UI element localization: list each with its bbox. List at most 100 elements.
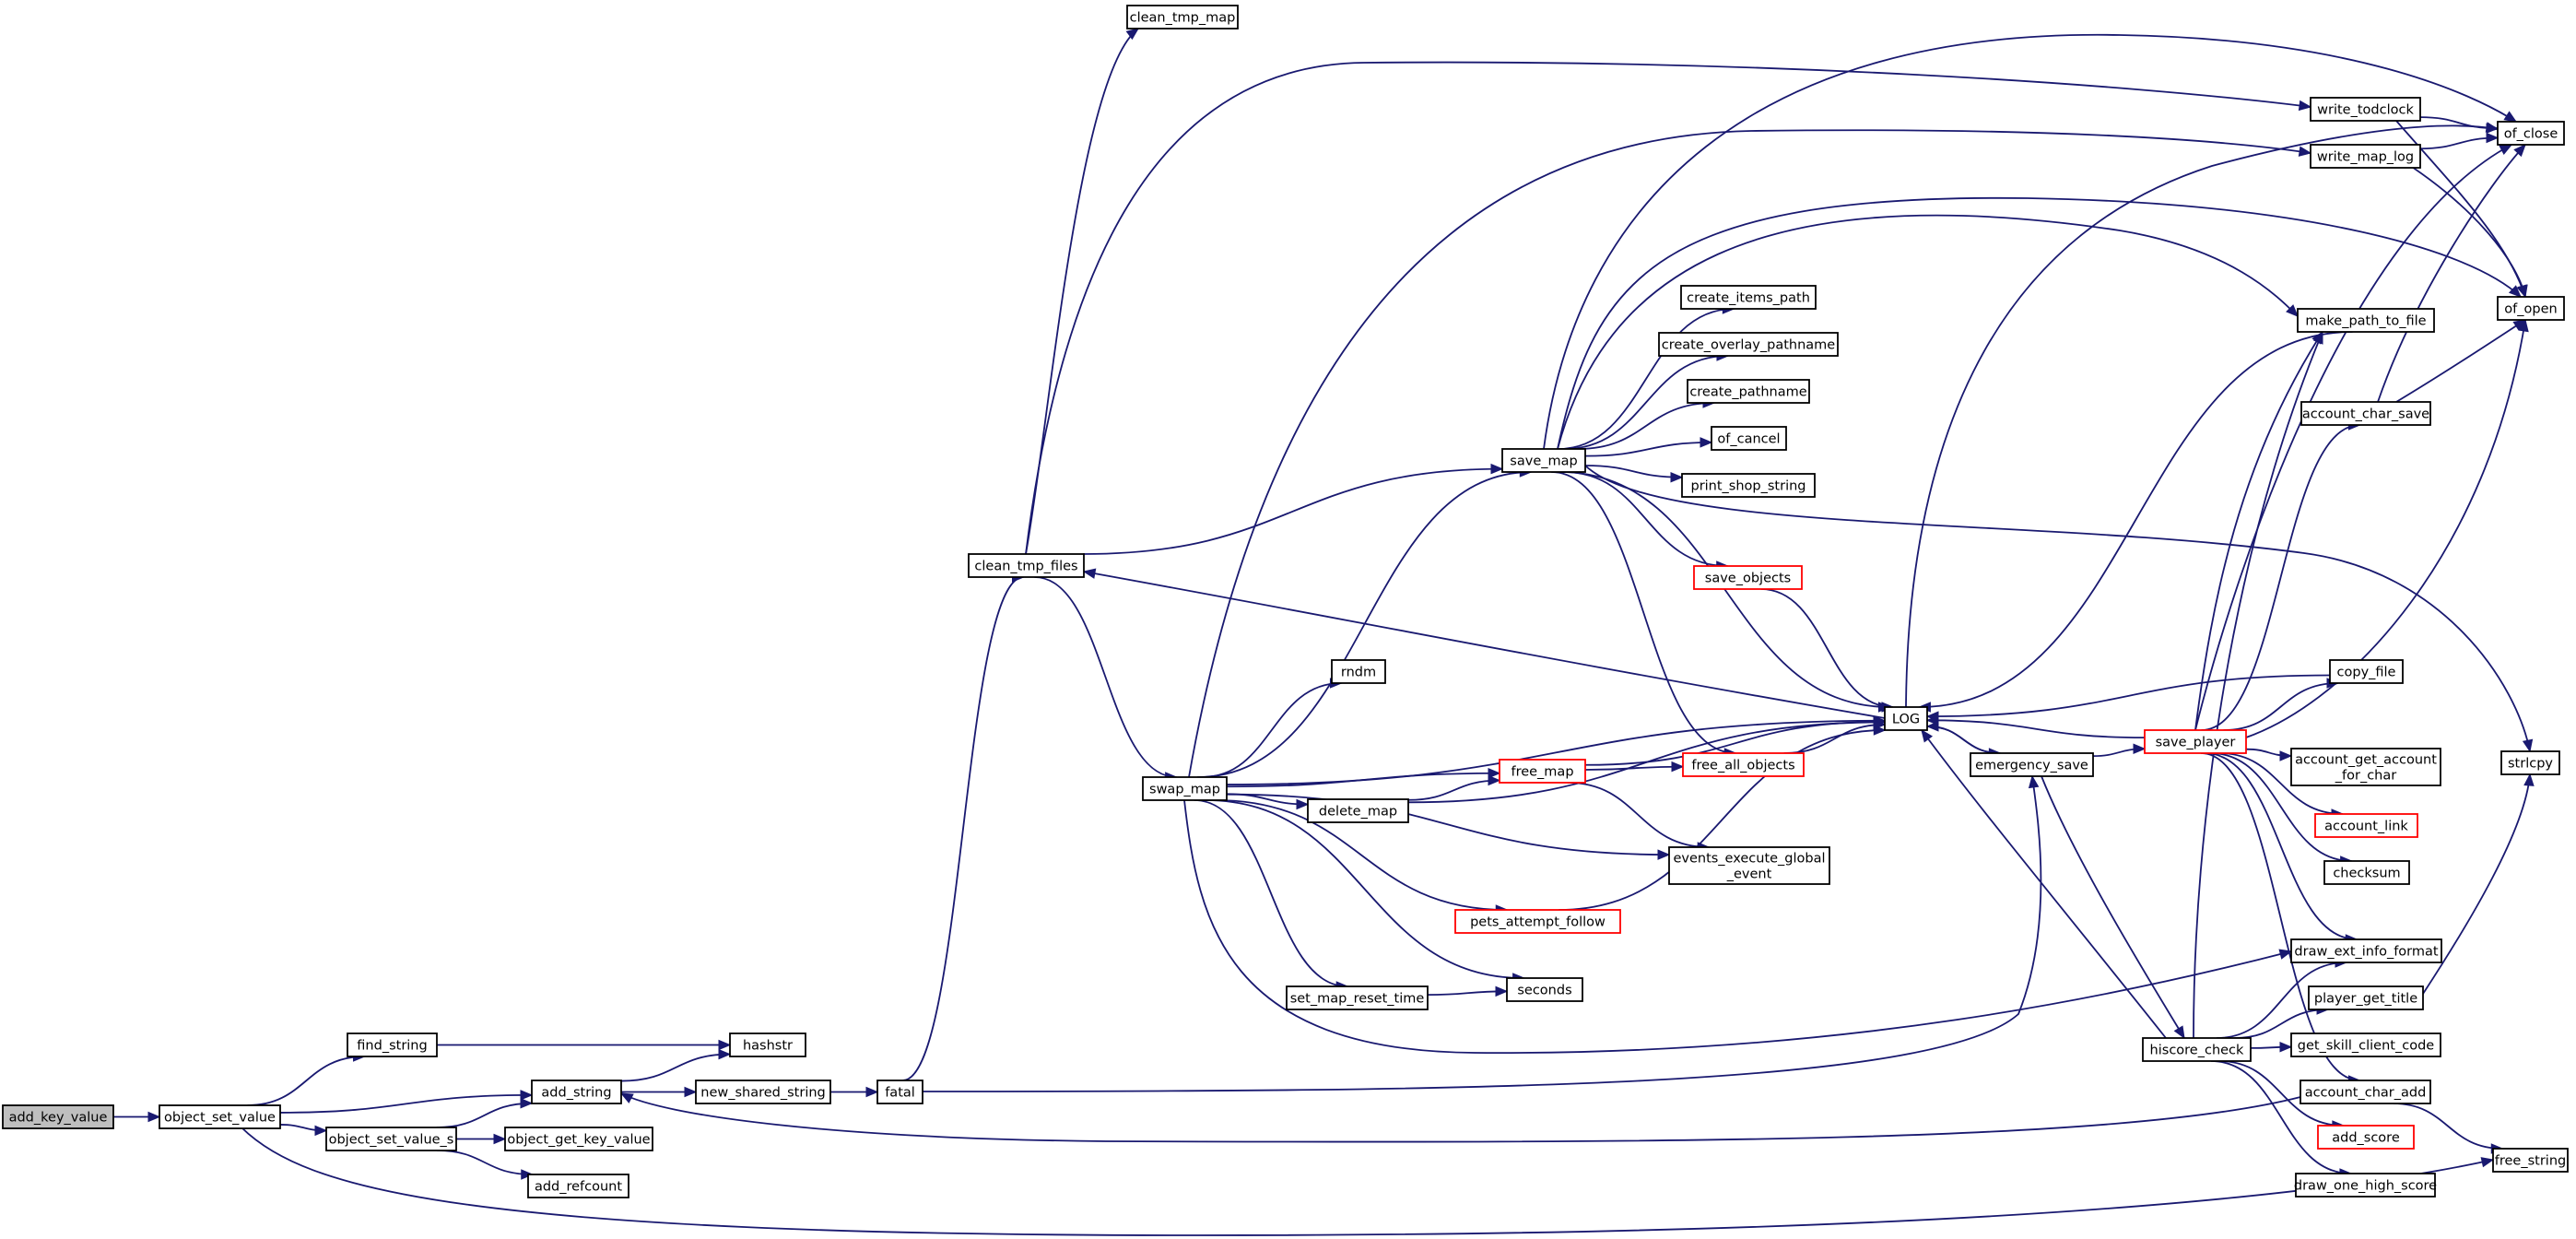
node-save-map[interactable]: save_map [1501,448,1586,473]
node-add-refcount[interactable]: add_refcount [527,1174,629,1198]
node-of-open[interactable]: of_open [2497,296,2565,321]
node-checksum[interactable]: checksum [2323,860,2410,885]
node-free-map[interactable]: free_map [1499,759,1586,784]
node-make-path-to-file[interactable]: make_path_to_file [2297,308,2435,333]
node-create-overlay-pathname[interactable]: create_overlay_pathname [1658,332,1839,357]
node-box-account-char-add[interactable] [2300,1080,2431,1104]
node-fatal[interactable]: fatal [876,1080,923,1104]
node-account-char-save[interactable]: account_char_save [2300,401,2431,426]
node-draw-one-high-score[interactable]: draw_one_high_score [2294,1173,2437,1198]
node-new-shared-string[interactable]: new_shared_string [695,1080,831,1104]
node-box-hashstr[interactable] [729,1032,806,1057]
node-box-print-shop-string[interactable] [1681,473,1816,498]
node-delete-map[interactable]: delete_map [1307,798,1409,823]
node-box-draw-one-high-score[interactable] [2295,1173,2436,1198]
node-create-items-path[interactable]: create_items_path [1680,285,1817,310]
node-box-of-cancel[interactable] [1711,426,1787,451]
node-box-save-objects[interactable] [1693,565,1803,590]
node-LOG[interactable]: LOG [1884,706,1928,731]
node-emergency-save[interactable]: emergency_save [1970,752,2094,777]
node-box-player-get-title[interactable] [2308,985,2424,1010]
node-box-hiscore-check[interactable] [2142,1037,2252,1062]
node-clean-tmp-files[interactable]: clean_tmp_files [968,553,1085,578]
node-box-set-map-reset-time[interactable] [1286,985,1429,1010]
node-of-cancel[interactable]: of_cancel [1711,426,1787,451]
node-hashstr[interactable]: hashstr [729,1032,806,1057]
node-free-string[interactable]: free_string [2492,1148,2569,1173]
node-account-link[interactable]: account_link [2314,813,2418,838]
node-box-create-pathname[interactable] [1687,379,1810,404]
node-box-fatal[interactable] [876,1080,923,1104]
node-add-string[interactable]: add_string [531,1080,622,1104]
node-swap-map[interactable]: swap_map [1142,776,1228,801]
node-box-rndm[interactable] [1331,659,1386,684]
node-box-get-skill-client-code[interactable] [2290,1032,2441,1057]
node-account-char-add[interactable]: account_char_add [2300,1080,2431,1104]
node-box-create-overlay-pathname[interactable] [1658,332,1839,357]
node-box-account-get-account-for-char[interactable] [2290,748,2441,786]
node-print-shop-string[interactable]: print_shop_string [1681,473,1816,498]
node-box-free-map[interactable] [1499,759,1586,784]
node-draw-ext-info-format[interactable]: draw_ext_info_format [2290,938,2442,963]
node-find-string[interactable]: find_string [347,1032,438,1057]
node-box-strlcpy[interactable] [2500,750,2560,775]
node-box-pets-attempt-follow[interactable] [1454,909,1621,934]
node-of-close[interactable]: of_close [2497,121,2565,146]
node-object-set-value[interactable]: object_set_value [159,1104,281,1129]
node-box-seconds[interactable] [1506,977,1583,1002]
node-box-object-set-value[interactable] [159,1104,281,1129]
node-box-object-get-key-value[interactable] [504,1127,653,1151]
node-free-all-objects[interactable]: free_all_objects [1682,752,1805,777]
node-save-objects[interactable]: save_objects [1693,565,1803,590]
node-box-account-char-save[interactable] [2300,401,2431,426]
node-add-key-value[interactable]: add_key_value [2,1104,114,1129]
node-box-add-key-value[interactable] [2,1104,114,1129]
node-write-todclock[interactable]: write_todclock [2310,97,2421,122]
node-set-map-reset-time[interactable]: set_map_reset_time [1286,985,1429,1010]
node-events-execute-global-event[interactable]: events_execute_global_event [1668,846,1830,885]
node-box-new-shared-string[interactable] [695,1080,831,1104]
node-rndm[interactable]: rndm [1331,659,1386,684]
node-box-checksum[interactable] [2323,860,2410,885]
node-box-LOG[interactable] [1884,706,1928,731]
node-clean-tmp-map[interactable]: clean_tmp_map [1126,5,1239,30]
node-box-save-player[interactable] [2144,729,2247,754]
node-box-of-open[interactable] [2497,296,2565,321]
node-get-skill-client-code[interactable]: get_skill_client_code [2290,1032,2441,1057]
node-object-get-key-value[interactable]: object_get_key_value [504,1127,653,1151]
node-seconds[interactable]: seconds [1506,977,1583,1002]
node-box-delete-map[interactable] [1307,798,1409,823]
node-create-pathname[interactable]: create_pathname [1687,379,1810,404]
node-box-emergency-save[interactable] [1970,752,2094,777]
node-copy-file[interactable]: copy_file [2329,659,2404,684]
node-box-clean-tmp-files[interactable] [968,553,1085,578]
node-object-set-value-s[interactable]: object_set_value_s [325,1127,457,1151]
node-box-draw-ext-info-format[interactable] [2290,938,2442,963]
node-pets-attempt-follow[interactable]: pets_attempt_follow [1454,909,1621,934]
node-account-get-account-for-char[interactable]: account_get_account_for_char [2290,748,2441,786]
node-box-object-set-value-s[interactable] [325,1127,457,1151]
node-box-find-string[interactable] [347,1032,438,1057]
node-box-copy-file[interactable] [2329,659,2404,684]
node-write-map-log[interactable]: write_map_log [2310,144,2421,169]
node-strlcpy[interactable]: strlcpy [2500,750,2560,775]
node-box-add-string[interactable] [531,1080,622,1104]
node-box-free-all-objects[interactable] [1682,752,1805,777]
node-box-events-execute-global-event[interactable] [1668,846,1830,885]
node-box-make-path-to-file[interactable] [2297,308,2435,333]
node-box-create-items-path[interactable] [1680,285,1817,310]
node-box-add-score[interactable] [2317,1125,2415,1150]
node-box-swap-map[interactable] [1142,776,1228,801]
node-box-write-map-log[interactable] [2310,144,2421,169]
node-box-add-refcount[interactable] [527,1174,629,1198]
node-box-save-map[interactable] [1501,448,1586,473]
node-hiscore-check[interactable]: hiscore_check [2142,1037,2252,1062]
node-box-write-todclock[interactable] [2310,97,2421,122]
node-add-score[interactable]: add_score [2317,1125,2415,1150]
node-box-of-close[interactable] [2497,121,2565,146]
node-box-free-string[interactable] [2492,1148,2569,1173]
node-player-get-title[interactable]: player_get_title [2308,985,2424,1010]
node-box-clean-tmp-map[interactable] [1126,5,1239,30]
node-save-player[interactable]: save_player [2144,729,2247,754]
node-box-account-link[interactable] [2314,813,2418,838]
